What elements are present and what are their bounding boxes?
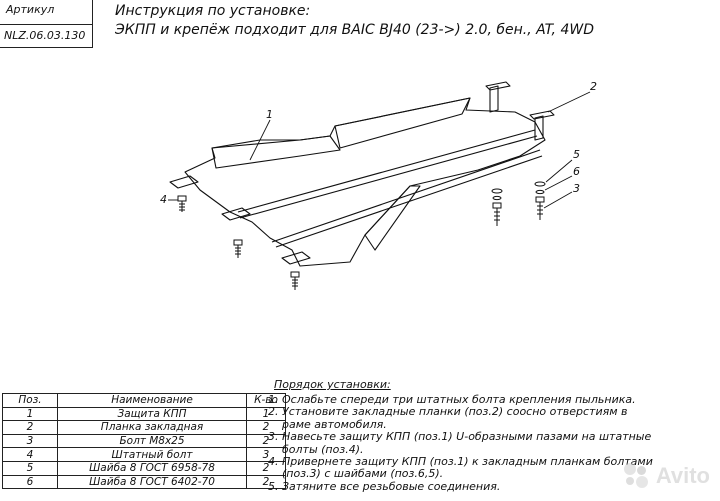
skid-plate: [184, 97, 546, 267]
avito-watermark: Avito: [623, 463, 710, 489]
table-header-row: Поз. Наименование К-во: [2, 393, 286, 408]
tab-front-1: [221, 207, 251, 221]
cell-qty: 2: [246, 474, 286, 490]
bracket-rear-1: [489, 85, 499, 113]
article-box-divider: [0, 24, 93, 25]
rib-3: [271, 149, 541, 243]
tab-left: [169, 175, 199, 189]
avito-dots-icon: [623, 463, 650, 489]
watermark-text: Avito: [655, 463, 710, 488]
bolt-4-left: [177, 195, 187, 212]
article-code: NLZ.06.03.130: [4, 29, 86, 42]
callout-5: 5: [573, 148, 580, 161]
step-text: Ослабьте спереди три штатных болта крепл…: [282, 393, 636, 406]
step-text: Навесьте защиту КПП (поз.1) U-образными …: [282, 430, 652, 456]
step-number: 4.: [268, 455, 279, 469]
callout-1: 1: [266, 108, 273, 121]
cell-pos: 4: [2, 447, 58, 462]
cell-name: Шайба 8 ГОСТ 6958-78: [57, 460, 247, 476]
cell-pos: 6: [2, 474, 58, 490]
step-text: Привернете защиту КПП (поз.1) к закладны…: [282, 455, 653, 481]
step-number: 3.: [268, 430, 279, 444]
cell-pos: 5: [2, 460, 58, 476]
rib-1: [237, 129, 536, 213]
page-subtitle: ЭКПП и крепёж подходит для BAIC BJ40 (23…: [115, 22, 594, 38]
cell-name: Планка закладная: [57, 420, 247, 435]
article-label: Артикул: [6, 3, 55, 16]
cell-name: Болт M8x25: [57, 433, 247, 449]
side-flange: [364, 185, 421, 251]
title-block: Артикул NLZ.06.03.130 Инструкция по уста…: [0, 0, 720, 48]
cell-name: Шайба 8 ГОСТ 6402-70: [57, 474, 247, 490]
bracket-rear-2-top: [529, 110, 555, 120]
cell-name: Штатный болт: [57, 447, 247, 462]
cell-pos: 1: [2, 406, 58, 422]
bracket-rear-2: [534, 115, 544, 141]
plate-front-lip: [211, 135, 341, 169]
leader-6: [544, 175, 573, 191]
list-item: 4.Привернете защиту КПП (поз.1) к заклад…: [268, 455, 653, 481]
callout-3: 3: [573, 182, 580, 195]
callout-6: 6: [573, 165, 580, 178]
page-title: Инструкция по установке:: [115, 3, 311, 19]
rib-2: [239, 135, 538, 219]
bolt-4-mid: [233, 239, 243, 258]
bolt-4-front: [290, 271, 300, 290]
assembly-drawing: 1 2 5 6 3 4: [160, 80, 597, 290]
plate-rear-lip: [334, 97, 471, 149]
col-name: Наименование: [57, 393, 247, 408]
cell-qty: 2: [246, 460, 286, 476]
leader-5: [545, 159, 573, 183]
installation-steps: Порядок установки: 1.Ослабьте спереди тр…: [268, 378, 653, 493]
leader-1: [249, 119, 271, 161]
list-item: 1.Ослабьте спереди три штатных болта кре…: [268, 393, 653, 406]
list-item: 3.Навесьте защиту КПП (поз.1) U-образным…: [268, 431, 653, 456]
step-text: Затяните все резьбовые соединения.: [282, 479, 501, 493]
cell-pos: 2: [2, 420, 58, 435]
step-number: 2.: [268, 405, 279, 419]
list-item: 5.Затяните все резьбовые соединения.: [268, 479, 653, 493]
cell-qty: 2: [246, 433, 286, 449]
bolt-3-rear-1: [491, 188, 503, 226]
leader-2: [547, 91, 591, 113]
cell-pos: 3: [2, 433, 58, 449]
bracket-rear-1-top: [485, 81, 511, 91]
steps-title: Порядок установки:: [274, 378, 391, 391]
cell-name: Защита КПП: [57, 406, 247, 422]
callout-4: 4: [160, 193, 167, 206]
callout-2: 2: [590, 80, 597, 93]
leader-3: [543, 191, 573, 209]
list-item: 2.Установите закладные планки (поз.2) со…: [268, 406, 653, 431]
step-text: Установите закладные планки (поз.2) соос…: [282, 405, 628, 431]
tab-front-2: [281, 251, 311, 265]
col-position: Поз.: [2, 393, 58, 408]
step-number: 1.: [268, 393, 279, 406]
step-number: 5.: [268, 479, 279, 493]
bolt-3-rear-2: [534, 181, 546, 220]
